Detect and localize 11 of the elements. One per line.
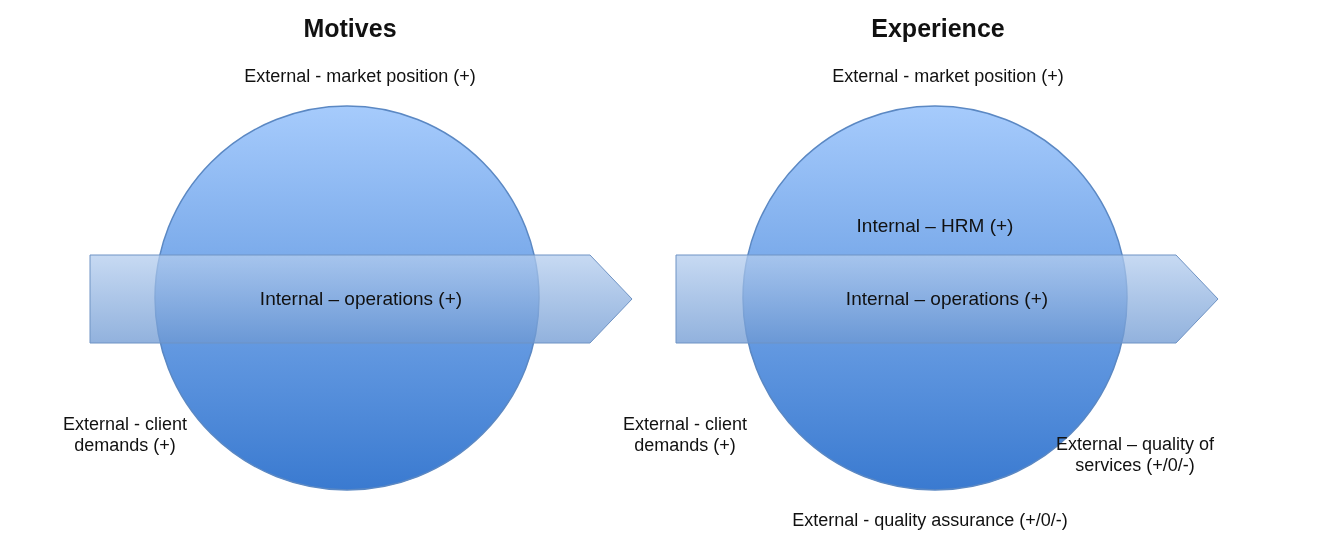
factor-label: External - market position (+)	[243, 66, 477, 87]
factor-label: External - client demands (+)	[61, 414, 189, 456]
node-label: Internal – operations (+)	[259, 288, 463, 310]
node-label: Internal – HRM (+)	[856, 215, 1014, 237]
node-label: Internal – operations (+)	[845, 288, 1049, 310]
factor-label: External – quality of services (+/0/-)	[1054, 434, 1216, 476]
factor-label: External - quality assurance (+/0/-)	[791, 510, 1069, 531]
section-title: Experience	[870, 14, 1006, 43]
factor-label: External - client demands (+)	[621, 414, 749, 456]
factor-label: External - market position (+)	[831, 66, 1065, 87]
section-title: Motives	[302, 14, 398, 43]
